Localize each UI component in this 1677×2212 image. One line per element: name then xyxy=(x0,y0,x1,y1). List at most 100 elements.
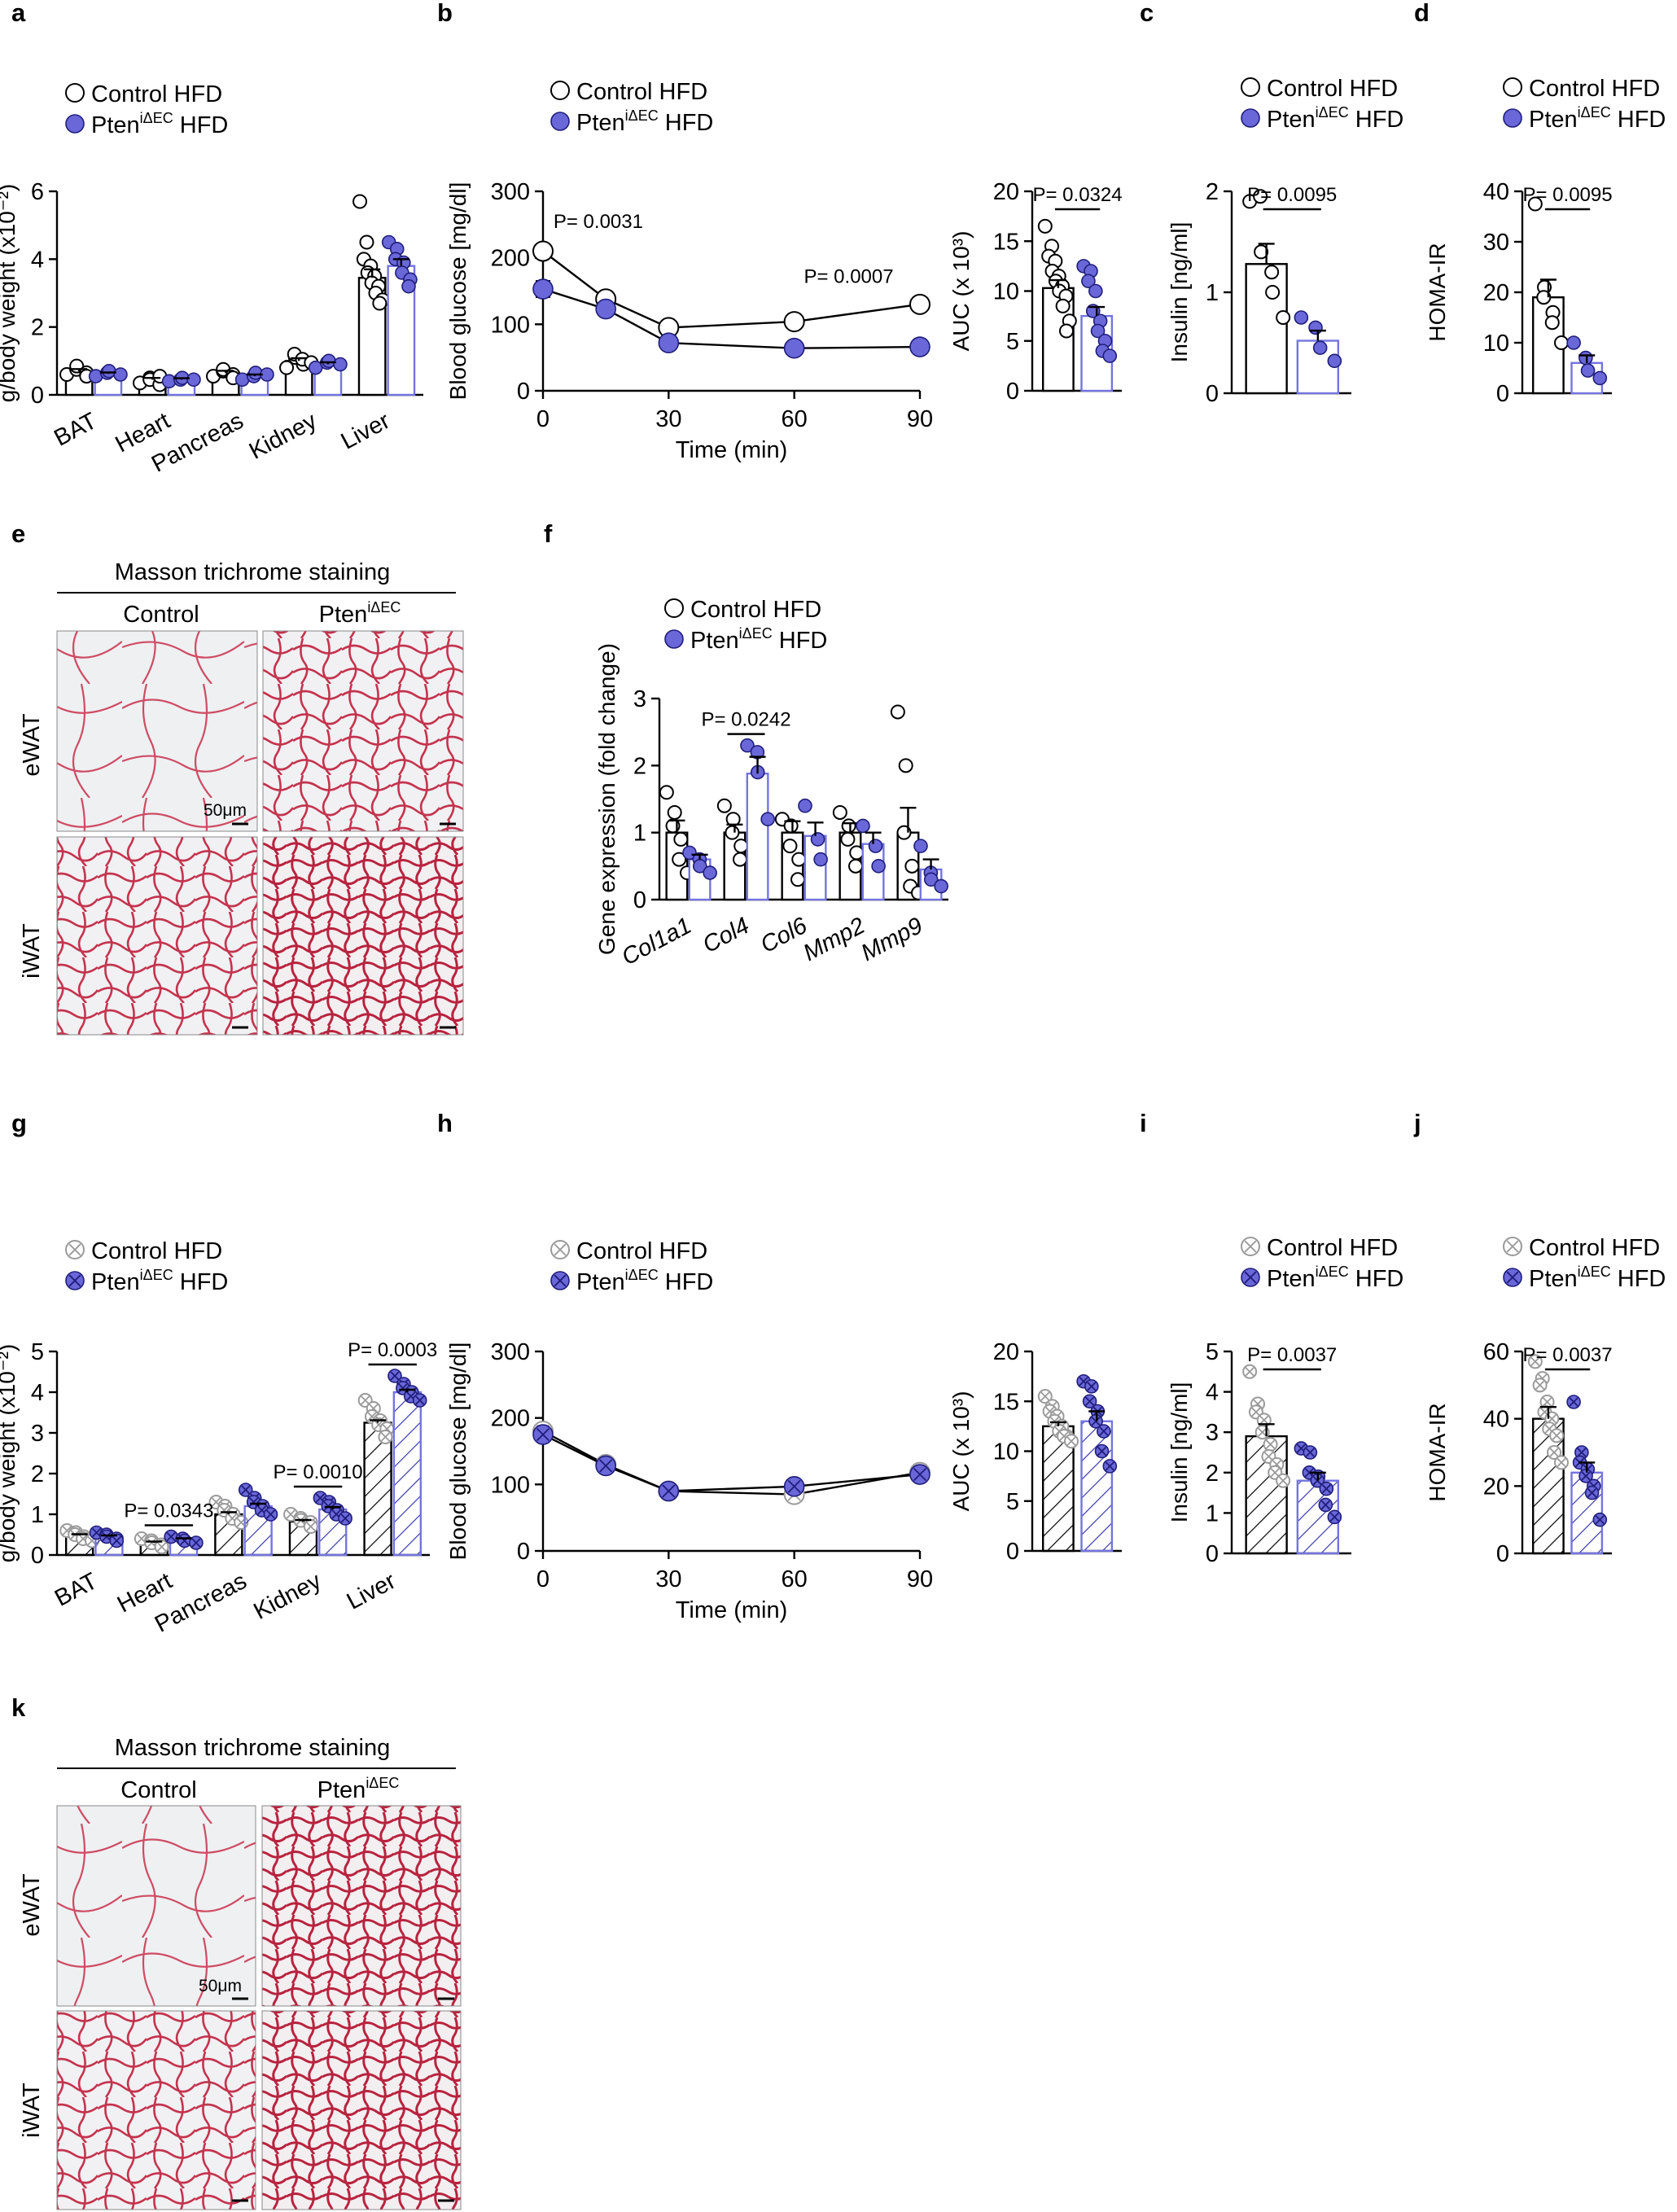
data-point xyxy=(401,278,416,294)
x-category-label: BAT xyxy=(50,408,101,452)
y-axis-label: Blood glucose [mg/dl] xyxy=(445,1343,471,1561)
panel-label-b: b xyxy=(437,0,453,27)
y-tick-label: 4 xyxy=(1206,1380,1219,1406)
y-tick-label: 100 xyxy=(491,312,530,338)
legend-marker-pten-cross xyxy=(1244,1271,1257,1284)
scale-bar-label: 50μm xyxy=(199,1977,242,1995)
legend-pten-base: Pten xyxy=(576,1269,625,1295)
x-tick-label: 60 xyxy=(782,1566,808,1592)
legend-marker-control xyxy=(664,598,684,618)
data-point xyxy=(1580,363,1596,378)
data-point-cross xyxy=(340,1513,350,1523)
data-point xyxy=(595,298,616,320)
data-point-cross xyxy=(536,1428,550,1442)
data-point xyxy=(725,825,740,840)
data-point-cross xyxy=(1549,1448,1559,1457)
data-point-cross xyxy=(286,1509,296,1519)
legend-label-control: Control HFD xyxy=(91,1238,222,1264)
data-point-cross xyxy=(1595,1515,1605,1525)
legend-pten-tail: HFD xyxy=(773,628,828,654)
y-tick-label: 4 xyxy=(31,247,44,273)
data-point xyxy=(733,839,749,854)
legend-pten-tail: HFD xyxy=(173,1269,229,1295)
data-point xyxy=(1090,323,1106,339)
y-axis-label: Insulin [ng/ml] xyxy=(1167,1382,1192,1523)
data-point-cross xyxy=(787,1479,801,1493)
data-point xyxy=(890,704,905,720)
data-point xyxy=(790,872,806,887)
data-point-cross xyxy=(1587,1488,1597,1498)
data-point-cross xyxy=(1320,1500,1330,1510)
data-point xyxy=(692,859,707,874)
legend-label-pten: PteniΔEC HFD xyxy=(690,625,827,654)
data-point xyxy=(1253,189,1268,204)
legend-label-pten: PteniΔEC HFD xyxy=(91,1267,228,1295)
data-point xyxy=(813,852,828,867)
data-point xyxy=(810,832,825,847)
panel-label-d: d xyxy=(1414,0,1430,27)
data-point-cross xyxy=(1581,1471,1591,1481)
panel-label-e: e xyxy=(11,519,25,548)
legend-pten-base: Pten xyxy=(1529,1266,1578,1292)
data-point-cross xyxy=(1577,1448,1587,1457)
data-point xyxy=(672,852,687,867)
data-point xyxy=(352,194,368,209)
data-point-cross xyxy=(1099,1426,1109,1436)
bar-1 xyxy=(746,773,769,901)
histology-col-pten: PteniΔEC xyxy=(319,599,401,628)
data-point-cross xyxy=(1105,1461,1114,1471)
p-value-annotation: P= 0.0242 xyxy=(701,709,790,731)
legend-marker-control xyxy=(550,81,570,100)
legend-marker-control xyxy=(1241,77,1260,97)
panel-label-i: i xyxy=(1140,1109,1147,1137)
legend-pten-sup: iΔEC xyxy=(1316,104,1349,120)
data-point xyxy=(798,798,812,813)
legend-marker-control-cross xyxy=(554,1243,567,1256)
data-point xyxy=(333,357,348,372)
legend-pten-sup: iΔEC xyxy=(1578,104,1611,120)
data-point-cross xyxy=(1245,1367,1254,1377)
y-tick-label: 15 xyxy=(993,1389,1019,1415)
y-tick-label: 5 xyxy=(31,1339,44,1365)
data-point xyxy=(1058,323,1074,339)
x-category-label: Liver xyxy=(337,408,395,455)
legend-marker-control xyxy=(65,83,85,103)
y-tick-label: 1 xyxy=(1206,280,1219,306)
y-tick-label: 20 xyxy=(993,1339,1019,1365)
data-point xyxy=(909,293,930,315)
legend-label-pten: PteniΔEC HFD xyxy=(1267,104,1403,133)
legend-label-control: Control HFD xyxy=(1529,76,1660,102)
data-point xyxy=(760,812,775,827)
data-point xyxy=(841,818,856,834)
legend-pten-sup: iΔEC xyxy=(625,107,659,124)
legend-marker-pten-cross xyxy=(554,1274,567,1287)
data-point-cross xyxy=(913,1468,927,1482)
data-point-cross xyxy=(1084,1396,1095,1406)
tissue-image-pten-iwat xyxy=(261,2010,462,2210)
y-axis-label: g/body weight (x10⁻²) xyxy=(0,184,20,402)
data-point-cross xyxy=(1542,1397,1552,1407)
panel-label-h: h xyxy=(437,1109,453,1137)
data-point-cross xyxy=(1321,1484,1331,1494)
tissue-image-control-iwat xyxy=(56,836,258,1036)
data-point xyxy=(1327,353,1342,369)
data-point xyxy=(1102,348,1118,363)
data-point-cross xyxy=(1087,1382,1097,1391)
data-point xyxy=(673,831,689,847)
legend-pten-tail: HFD xyxy=(659,1269,714,1295)
data-point xyxy=(923,872,939,887)
legend-label-control: Control HFD xyxy=(1267,1235,1398,1261)
data-point-cross xyxy=(1251,1407,1261,1417)
legend-marker-pten xyxy=(1503,108,1522,128)
legend-pten-base: Pten xyxy=(690,628,739,654)
